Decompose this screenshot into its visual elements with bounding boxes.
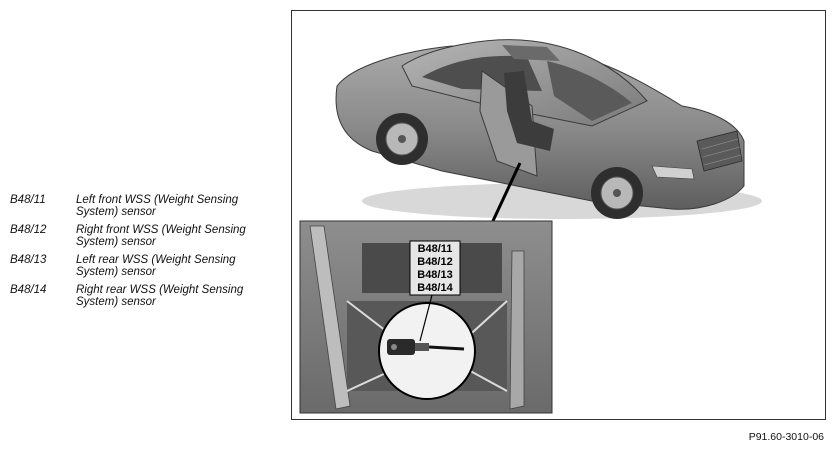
legend-row: B48/14 Right rear WSS (Weight Sensing Sy… xyxy=(10,284,280,308)
legend-desc-line: Right front WSS (Weight Sensing xyxy=(76,224,246,236)
legend-desc-line: Right rear WSS (Weight Sensing xyxy=(76,284,244,296)
legend-code: B48/14 xyxy=(10,284,47,296)
legend-code: B48/12 xyxy=(10,224,47,236)
callout-label: B48/11 xyxy=(417,243,453,255)
legend-desc-line: System) sensor xyxy=(76,296,156,308)
legend-desc-line: Left front WSS (Weight Sensing xyxy=(76,194,239,206)
rear-wheel xyxy=(376,113,428,165)
legend-description: Left rear WSS (Weight Sensing System) se… xyxy=(76,254,280,278)
callout-box xyxy=(409,240,461,296)
legend-description: Left front WSS (Weight Sensing System) s… xyxy=(76,194,280,218)
legend-desc-line: System) sensor xyxy=(76,236,156,248)
illustration-frame: B48/11 B48/12 B48/13 B48/14 xyxy=(291,10,826,420)
car-illustration xyxy=(335,39,762,219)
car-seat-illustration xyxy=(299,39,762,414)
legend: B48/11 Left front WSS (Weight Sensing Sy… xyxy=(10,194,280,314)
legend-code: B48/11 xyxy=(10,194,46,206)
callout-label: B48/12 xyxy=(417,256,453,268)
figure-id: P91.60-3010-06 xyxy=(748,431,824,443)
legend-desc-line: System) sensor xyxy=(76,206,156,218)
callout-leader xyxy=(419,294,433,342)
legend-row: B48/13 Left rear WSS (Weight Sensing Sys… xyxy=(10,254,280,278)
pointer-line xyxy=(490,162,522,224)
legend-code: B48/13 xyxy=(10,254,47,266)
legend-description: Right rear WSS (Weight Sensing System) s… xyxy=(76,284,280,308)
legend-row: B48/11 Left front WSS (Weight Sensing Sy… xyxy=(10,194,280,218)
callout-labels: B48/11 B48/12 B48/13 B48/14 xyxy=(412,243,458,295)
callout-label: B48/13 xyxy=(417,269,453,281)
seat-detail-inset xyxy=(299,220,553,414)
legend-description: Right front WSS (Weight Sensing System) … xyxy=(76,224,280,248)
legend-desc-line: System) sensor xyxy=(76,266,156,278)
front-wheel xyxy=(591,167,643,219)
legend-desc-line: Left rear WSS (Weight Sensing xyxy=(76,254,236,266)
legend-row: B48/12 Right front WSS (Weight Sensing S… xyxy=(10,224,280,248)
callout-label: B48/14 xyxy=(417,282,453,294)
wss-sensor xyxy=(387,339,465,355)
